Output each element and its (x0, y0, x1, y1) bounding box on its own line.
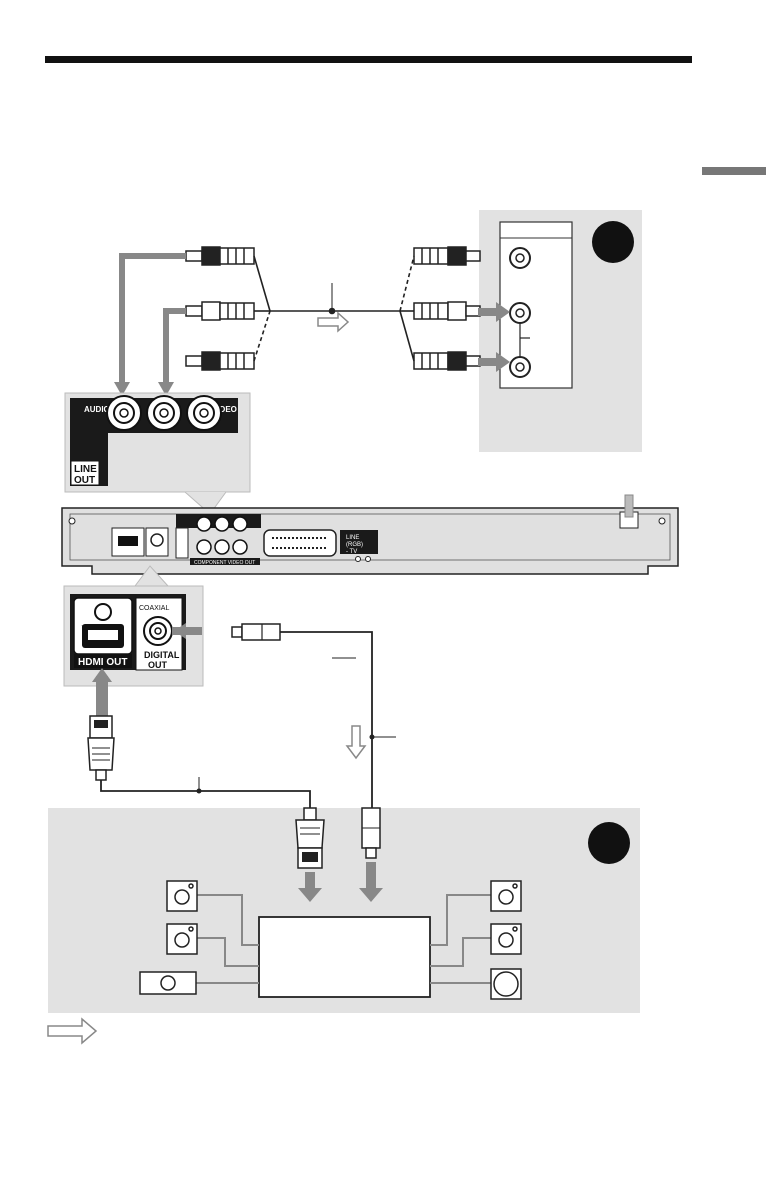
video-label: VIDEO (212, 405, 237, 414)
hdmi-digital-zoom: ▼ HDMI OUT COAXIAL DIGITAL OUT (63, 565, 204, 687)
rear-component-pr (232, 539, 248, 555)
badge-a-icon (592, 221, 634, 263)
av-amplifier-box (258, 916, 431, 998)
digital-out-label-2: OUT (148, 660, 168, 670)
line-rgb-label-3: - TV (346, 549, 357, 555)
badge-b-icon (588, 822, 630, 864)
audio-label: AUDIO (84, 405, 110, 414)
tv-panel (479, 210, 642, 452)
audio-cable-right-plugs (413, 246, 481, 371)
hdmi-out-label: HDMI OUT (78, 657, 127, 668)
header-rule (45, 56, 692, 63)
line-out-label-1: LINE (74, 464, 97, 475)
signal-flow-legend-arrow (47, 1017, 98, 1045)
audio-cable-wires (253, 255, 415, 362)
amplifier-panel (48, 807, 640, 1013)
section-tab (702, 167, 766, 175)
line-out-zoom: AUDIO VIDEO LINE OUT (64, 392, 251, 515)
line-rgb-label-2: (RGB) (346, 542, 363, 548)
digital-out-label-1: DIGITAL (144, 650, 180, 660)
rear-component-pb (214, 539, 230, 555)
rear-scart-port (263, 529, 337, 557)
rear-component-y (196, 539, 212, 555)
audio-cable-left-plugs (185, 246, 255, 371)
line-out-arrows (119, 253, 186, 385)
line-out-label-2: OUT (74, 475, 95, 486)
line-rgb-label-1: LINE (346, 535, 359, 541)
coaxial-label: COAXIAL (139, 605, 169, 612)
signal-flow-arrow-down (345, 725, 367, 760)
player-rear-panel: COMPONENT VIDEO OUT LINE (RGB) - TV (61, 494, 679, 575)
hdmi-arrow-mark: ▼ (80, 623, 88, 632)
coaxial-cable (172, 623, 396, 808)
hdmi-cable (87, 668, 311, 810)
component-video-out-label: COMPONENT VIDEO OUT (194, 560, 255, 566)
tv-input-arrows (478, 302, 510, 372)
signal-flow-arrow-right (317, 311, 350, 333)
